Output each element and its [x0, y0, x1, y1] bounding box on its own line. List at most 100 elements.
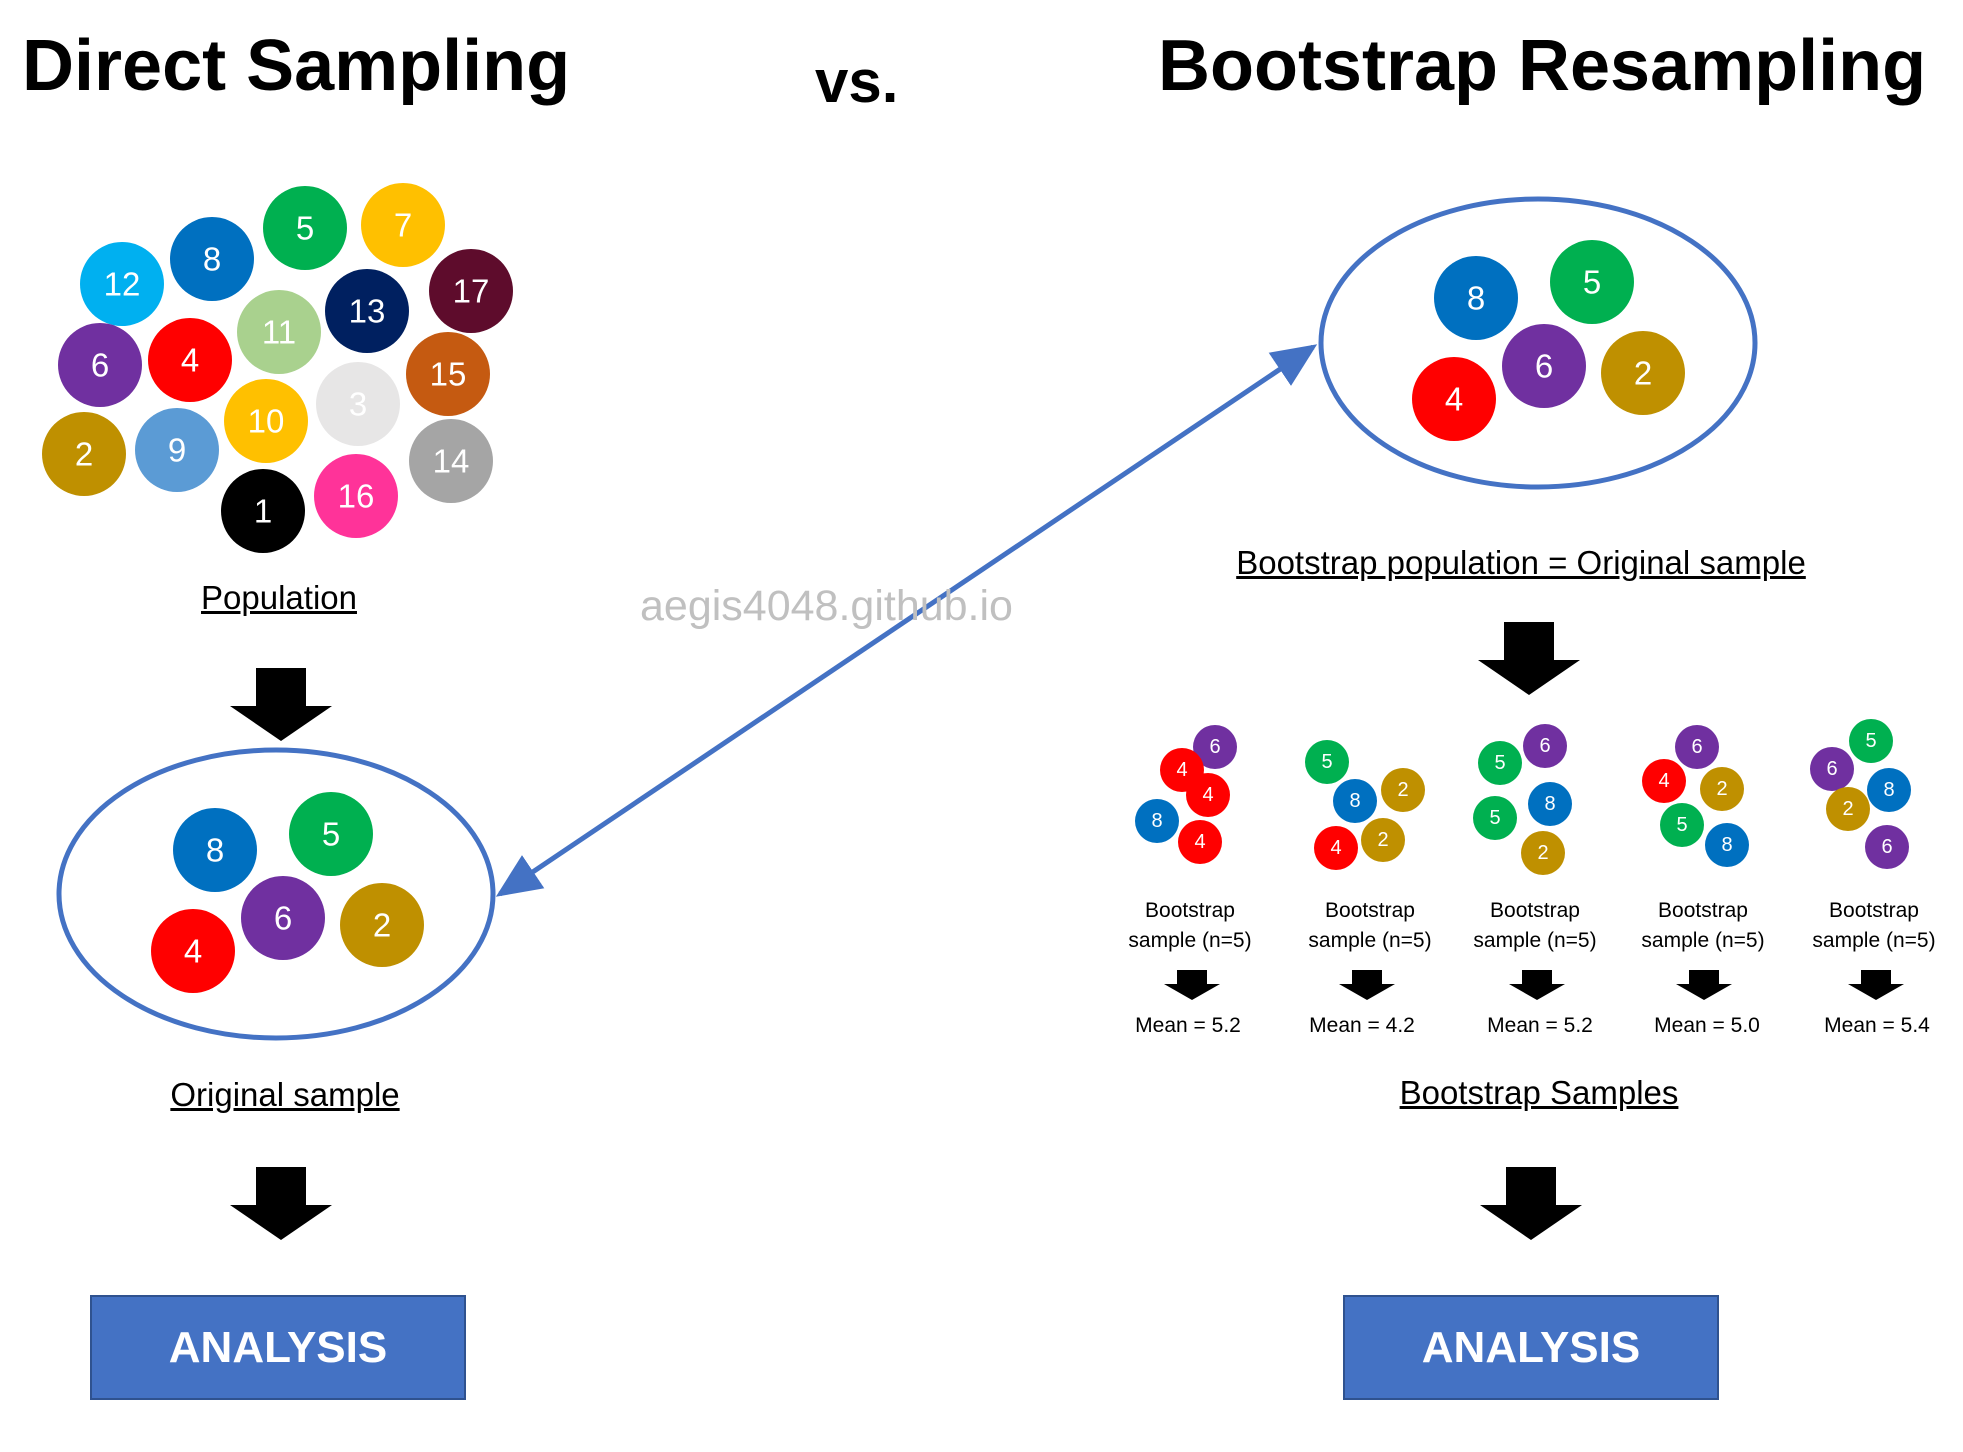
bootstrap-sample-ball: 4 [1314, 826, 1358, 870]
small-down-arrow [1339, 970, 1395, 1000]
bootstrap-population-label: Bootstrap population = Original sample [1236, 544, 1806, 581]
ball-number: 4 [181, 342, 199, 379]
ball-circle [361, 183, 445, 267]
bootstrap-sample-ball: 2 [1700, 767, 1744, 811]
original-sample-ball: 8 [173, 808, 257, 892]
bootstrap-resampling-title: Bootstrap Resampling [1158, 26, 1927, 106]
bootstrap-population-ball: 5 [1550, 240, 1634, 324]
ball-number: 4 [184, 933, 202, 970]
ball-number: 4 [1202, 784, 1213, 806]
bootstrap-sample-ball: 5 [1849, 719, 1893, 763]
bootstrap-sample-ball: 8 [1867, 768, 1911, 812]
ball-number: 14 [433, 443, 470, 480]
ball-number: 7 [394, 207, 412, 244]
bootstrap-sample-ball: 5 [1305, 740, 1349, 784]
population-ball: 8 [170, 217, 254, 301]
ball-circle [429, 249, 513, 333]
ball-number: 5 [1676, 814, 1687, 836]
caption-line2: sample (n=5) [1128, 929, 1252, 952]
caption-line1: Bootstrap [1490, 899, 1580, 922]
bootstrap-sample-caption: Bootstrap sample (n=5) [1308, 896, 1431, 956]
ball-number: 8 [1721, 834, 1732, 856]
ball-circle [340, 883, 424, 967]
ball-number: 6 [1826, 758, 1837, 780]
direct-sampling-title: Direct Sampling [22, 26, 571, 106]
bootstrap-sample-ball: 6 [1865, 825, 1909, 869]
bootstrap-mean: Mean = 5.0 [1654, 1014, 1760, 1037]
ball-circle [237, 290, 321, 374]
ball-number: 6 [1691, 736, 1702, 758]
bootstrap-sample-ball: 8 [1135, 799, 1179, 843]
ball-number: 4 [1194, 831, 1205, 853]
ball-number: 15 [430, 356, 467, 393]
ball-number: 9 [168, 432, 186, 469]
ball-circle [1434, 256, 1518, 340]
population-ball: 4 [148, 318, 232, 402]
ball-number: 6 [91, 347, 109, 384]
down-arrow-population [230, 668, 332, 741]
watermark: aegis4048.github.io [640, 582, 1013, 630]
bootstrap-sample-ball: 5 [1660, 803, 1704, 847]
ball-circle [406, 332, 490, 416]
ball-number: 4 [1330, 837, 1341, 859]
bootstrap-sample-ball: 8 [1705, 823, 1749, 867]
bootstrap-sample-ball: 8 [1333, 779, 1377, 823]
bootstrap-sample-ball: 4 [1642, 759, 1686, 803]
ball-number: 5 [296, 210, 314, 247]
ball-number: 6 [1539, 735, 1550, 757]
bootstrap-mean: Mean = 4.2 [1309, 1014, 1415, 1037]
bootstrap-population-ball: 2 [1601, 331, 1685, 415]
ball-circle [58, 323, 142, 407]
connector-arrow [495, 344, 1318, 897]
ball-circle [316, 362, 400, 446]
caption-line1: Bootstrap [1658, 899, 1748, 922]
population-ball: 14 [409, 419, 493, 503]
ball-circle [1305, 740, 1349, 784]
ball-circle [224, 379, 308, 463]
bootstrap-sample-ball: 2 [1521, 831, 1565, 875]
down-arrow-bootstrap-samples [1480, 1167, 1582, 1240]
analysis-box-right: ANALYSIS [1343, 1295, 1719, 1400]
ball-number: 12 [104, 266, 141, 303]
ball-number: 10 [248, 403, 285, 440]
ball-circle [1361, 818, 1405, 862]
ball-circle [1642, 759, 1686, 803]
ball-circle [148, 318, 232, 402]
ball-circle [1867, 768, 1911, 812]
caption-line1: Bootstrap [1145, 899, 1235, 922]
original-sample-ball: 4 [151, 909, 235, 993]
small-down-arrow [1164, 970, 1220, 1000]
ball-circle [1705, 823, 1749, 867]
bootstrap-sample-ball: 2 [1361, 818, 1405, 862]
bootstrap-sample-caption: Bootstrap sample (n=5) [1812, 896, 1935, 956]
population-ball: 10 [224, 379, 308, 463]
ball-number: 8 [1467, 280, 1485, 317]
bootstrap-population-ball: 8 [1434, 256, 1518, 340]
down-arrow-original-sample [230, 1167, 332, 1240]
bootstrap-sample-ball: 8 [1528, 782, 1572, 826]
ball-number: 5 [1865, 730, 1876, 752]
ball-number: 2 [1634, 355, 1652, 392]
bootstrap-sample-caption: Bootstrap sample (n=5) [1128, 896, 1251, 956]
bootstrap-sample-ball: 6 [1523, 724, 1567, 768]
ball-number: 6 [1881, 836, 1892, 858]
ball-circle [1381, 768, 1425, 812]
analysis-box-left: ANALYSIS [90, 1295, 466, 1400]
ball-number: 11 [262, 314, 296, 351]
population-ball: 2 [42, 412, 126, 496]
population-ball: 3 [316, 362, 400, 446]
ball-number: 1 [254, 493, 272, 530]
bootstrap-sample-ball: 2 [1826, 787, 1870, 831]
population-ball: 17 [429, 249, 513, 333]
ball-number: 6 [1209, 736, 1220, 758]
bootstrap-mean: Mean = 5.2 [1487, 1014, 1593, 1037]
ball-number: 16 [338, 478, 375, 515]
ball-circle [263, 186, 347, 270]
ball-circle [151, 909, 235, 993]
ball-number: 3 [349, 386, 367, 423]
caption-line2: sample (n=5) [1473, 929, 1597, 952]
population-ball: 11 [237, 290, 321, 374]
ball-circle [1333, 779, 1377, 823]
